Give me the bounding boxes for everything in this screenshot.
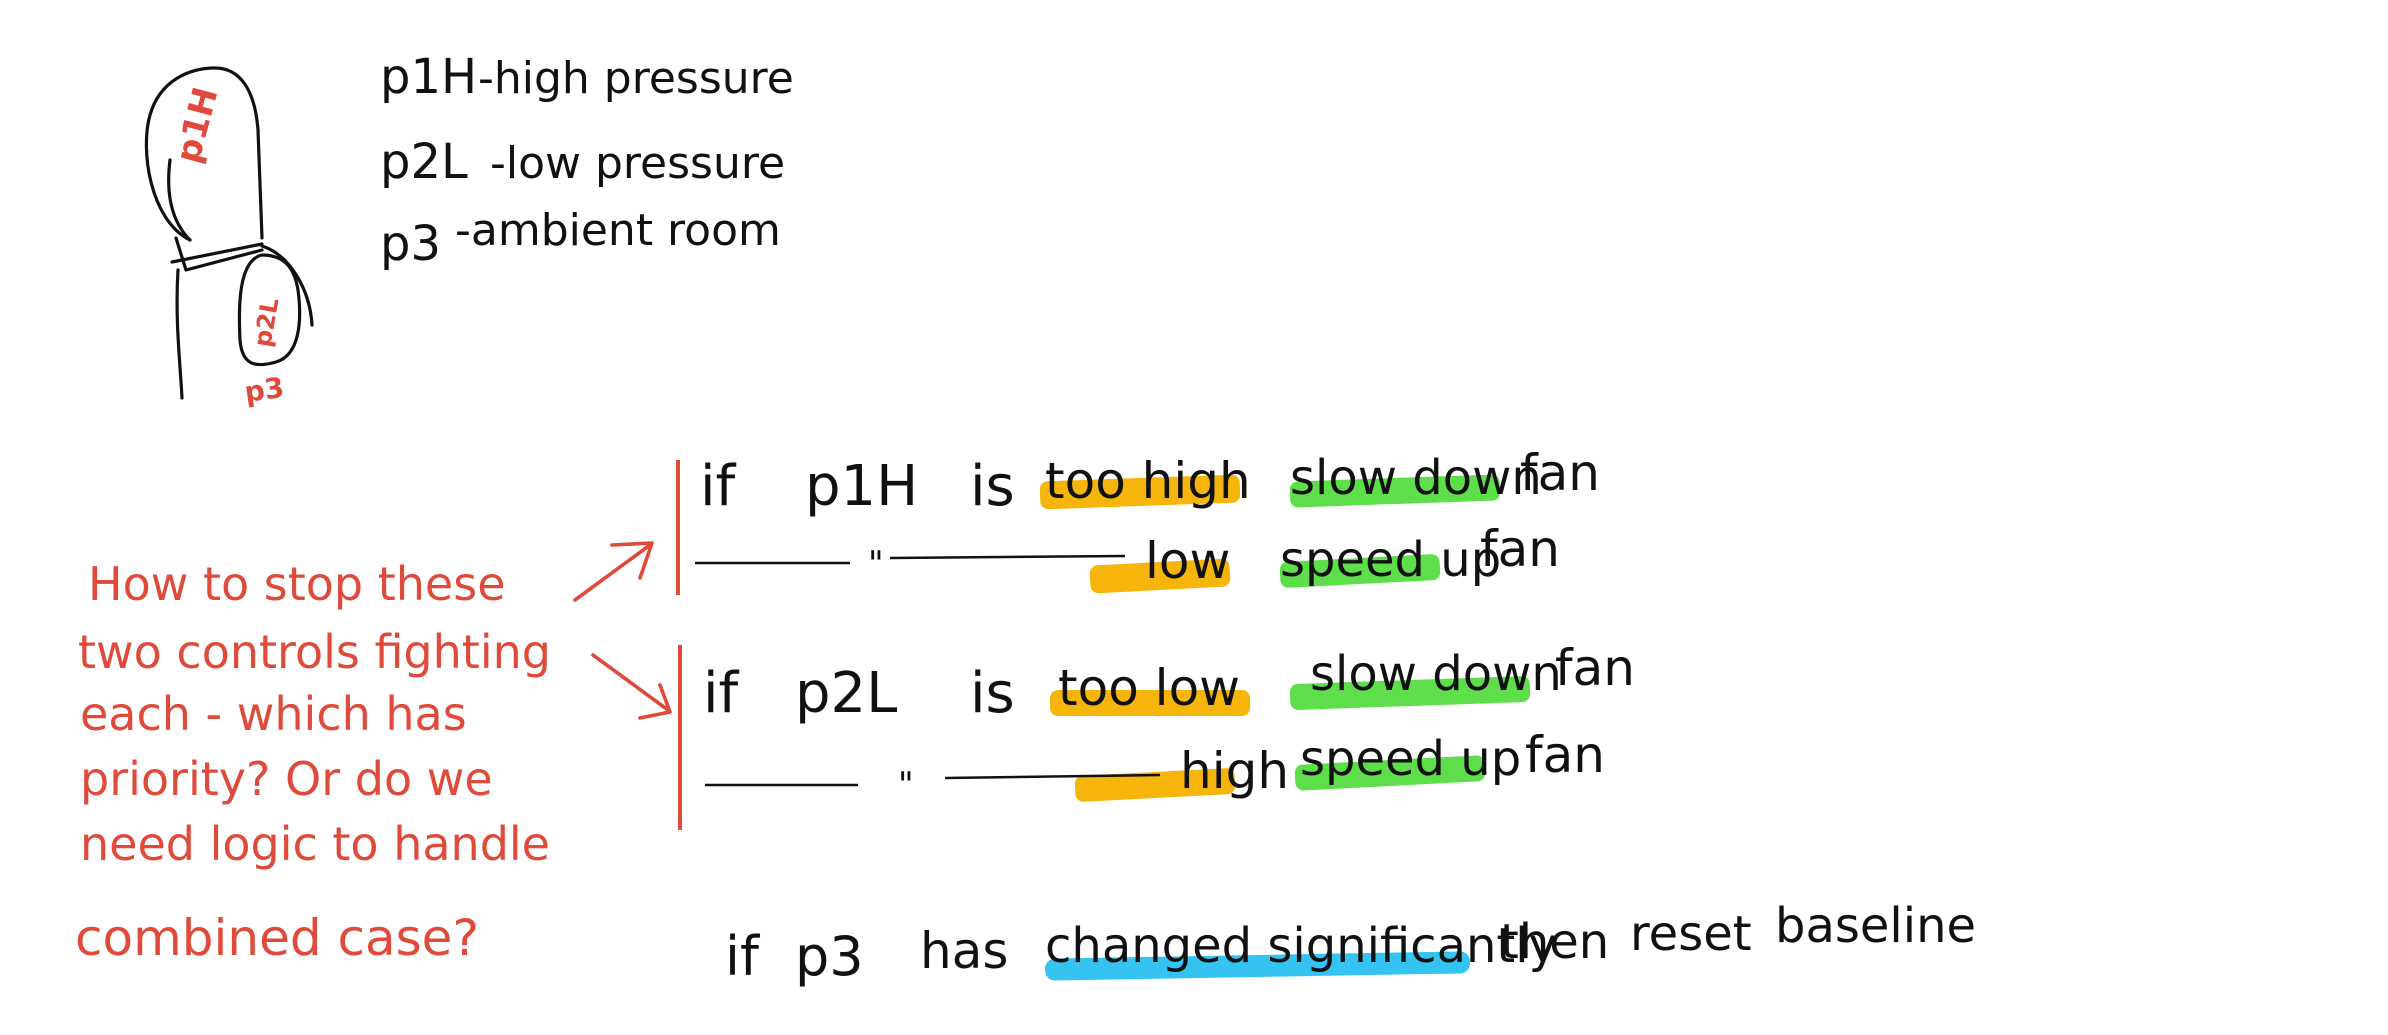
question-arrows xyxy=(573,541,672,720)
highlight-green xyxy=(1289,474,1501,508)
rule-action: slow down xyxy=(1310,646,1562,702)
device-label-lower: p2L xyxy=(248,296,284,349)
ditto-mark: " xyxy=(898,765,914,805)
rule-group-p2: if p2L is too low slow down fan " high s… xyxy=(678,639,1635,830)
ditto-line xyxy=(944,773,1161,780)
legend: p1H -high pressure p2L -low pressure p3 … xyxy=(380,49,794,272)
arrow-to-p2 xyxy=(591,653,670,712)
rule-sensor: p3 xyxy=(795,925,864,988)
rule-word: is xyxy=(970,454,1015,519)
question-line: each - which has xyxy=(80,687,467,741)
highlight-green xyxy=(1294,755,1486,791)
rule-action: slow down xyxy=(1290,450,1542,506)
rule-sensor: p1H xyxy=(805,454,918,519)
rule-word: then xyxy=(1500,914,1609,970)
rule-target: fan xyxy=(1520,444,1600,502)
rule-level: too high xyxy=(1045,452,1251,510)
rule-sensor: p2L xyxy=(795,661,897,726)
rule-word: if xyxy=(700,454,737,519)
highlight-green xyxy=(1279,554,1441,588)
legend-key: p1H xyxy=(380,49,477,105)
legend-key: p3 xyxy=(380,216,441,272)
rule-target: fan xyxy=(1480,520,1560,578)
body-right-edge xyxy=(260,244,314,327)
question-line: need logic to handle xyxy=(80,817,550,871)
arrow-head xyxy=(638,683,672,720)
highlight-yellow xyxy=(1050,690,1250,716)
legend-key: p2L xyxy=(380,134,468,190)
highlight-blue xyxy=(1045,951,1470,981)
upper-chamber-inner-line xyxy=(167,158,192,242)
ditto-line xyxy=(889,554,1126,560)
rule-action: reset xyxy=(1630,906,1752,962)
rule-word: is xyxy=(970,661,1015,726)
legend-desc: -high pressure xyxy=(478,53,794,104)
rule-word: if xyxy=(703,661,740,726)
rule-action: speed up xyxy=(1300,731,1521,787)
highlight-green xyxy=(1289,676,1531,710)
body-left-edge xyxy=(175,268,184,400)
rule-target: fan xyxy=(1525,726,1605,784)
question-line: two controls fighting xyxy=(78,625,551,679)
rule-target: baseline xyxy=(1775,898,1976,954)
rule-p3: if p3 has changed significantly then res… xyxy=(725,898,1976,988)
highlights xyxy=(1039,474,1531,981)
device-label-upper: p1H xyxy=(168,83,226,167)
neck-band-top xyxy=(170,242,264,264)
neck-band-bottom xyxy=(174,236,264,272)
upper-chamber-outline xyxy=(144,66,264,242)
lower-chamber-outline xyxy=(237,253,302,367)
rule-word: has xyxy=(920,922,1008,980)
rule-condition: changed significantly xyxy=(1045,918,1557,974)
rule-level: too low xyxy=(1058,659,1240,717)
arrow-to-p1 xyxy=(573,543,652,602)
question-line: How to stop these xyxy=(88,557,506,611)
rule-word: if xyxy=(725,925,761,988)
ditto-mark: " xyxy=(868,544,884,584)
highlight-yellow xyxy=(1089,558,1231,594)
question-note: How to stop these two controls fighting … xyxy=(75,557,551,967)
rule-level: high xyxy=(1180,742,1289,800)
rule-action: speed up xyxy=(1280,532,1501,588)
question-line: combined case? xyxy=(75,909,479,967)
rule-level: low xyxy=(1145,532,1230,590)
device-label-ambient: p3 xyxy=(242,371,286,409)
arrow-head xyxy=(610,541,654,580)
rule-target: fan xyxy=(1555,639,1635,697)
question-line: priority? Or do we xyxy=(80,752,493,806)
device-sketch xyxy=(144,66,314,400)
rule-group-p1: if p1H is too high slow down fan " low s… xyxy=(676,444,1600,595)
legend-desc: -ambient room xyxy=(455,205,781,256)
legend-desc: -low pressure xyxy=(490,138,785,189)
highlight-yellow xyxy=(1039,474,1241,510)
